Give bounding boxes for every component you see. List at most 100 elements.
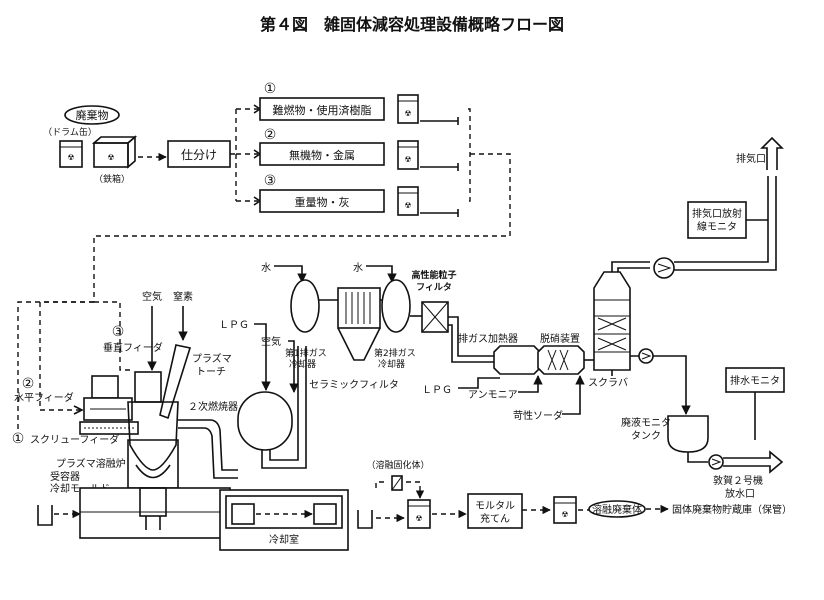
svg-text:☢: ☢ — [415, 514, 422, 523]
svg-text:☢: ☢ — [404, 155, 411, 164]
cooler-2-label-2: 冷却器 — [378, 358, 405, 370]
cooler-1-label-2: 冷却器 — [289, 358, 316, 370]
combustor-label: ２次燃焼器 — [188, 400, 238, 413]
mortar-label-2: 充てん — [480, 512, 510, 525]
empty-container — [357, 510, 373, 529]
feed-line-screw — [17, 301, 94, 430]
molten-waste-oval — [588, 500, 646, 518]
cooler-2-label-1: 第2排ガス — [374, 347, 416, 359]
drum-label: （ドラム缶） — [43, 126, 97, 138]
feeder-vertical-label: 垂直フィーダ — [103, 341, 163, 354]
ceramic-filter — [337, 287, 381, 361]
drain-pump — [708, 454, 724, 470]
hepa-label-1: 高性能粒子 — [411, 269, 456, 281]
category-merge-lines — [93, 108, 511, 302]
storage-label: 固体廃棄物貯蔵庫（保管） — [672, 503, 792, 516]
drum-icon: ☢ — [59, 140, 83, 168]
drum-icon-2: ☢ — [397, 140, 459, 171]
hepa-filter — [421, 301, 449, 333]
waste-package-icon: ☢ — [553, 496, 577, 524]
secondary-combustor — [237, 391, 293, 451]
scrubber-label: スクラバ — [588, 377, 628, 389]
exhaust-label: 排気口 — [736, 152, 766, 165]
mortar-box — [467, 493, 523, 529]
svg-text:☢: ☢ — [107, 153, 114, 162]
svg-text:☢: ☢ — [561, 510, 568, 519]
outlet-label-2: 放水口 — [725, 487, 755, 500]
category-1-label: 難燃物・使用済樹脂 — [273, 103, 372, 117]
melter-base — [79, 487, 231, 539]
diagram-title: 第４図 雑固体減容処理設備概略フロー図 — [260, 15, 564, 34]
category-3-number: ③ — [264, 173, 277, 189]
mold-on-lift — [139, 487, 167, 530]
plasma-melter — [127, 401, 179, 489]
sorting-label: 仕分け — [181, 148, 217, 162]
waste-label: 廃棄物 — [76, 108, 109, 122]
solidified-label: （溶融固化体） — [366, 459, 429, 471]
feeder-horizontal-label: 水平フィーダ — [14, 391, 74, 404]
molten-waste-label: 溶融廃棄体 — [592, 503, 642, 516]
scrubber-pump — [638, 348, 654, 364]
feeder-vertical-number: ③ — [112, 324, 125, 340]
caustic-label: 苛性ソーダ — [513, 409, 563, 422]
feeder-horizontal-number: ② — [22, 376, 35, 392]
exhaust-cooler-1 — [290, 279, 320, 333]
svg-text:☢: ☢ — [404, 201, 411, 210]
steel-box-icon: ☢ — [91, 135, 138, 169]
denitration-unit — [537, 345, 585, 375]
liquid-monitor-tank — [667, 415, 709, 453]
torch-nitrogen-label: 窒素 — [173, 290, 193, 303]
category-3-box — [259, 189, 385, 213]
horizontal-feeder-hopper — [91, 375, 119, 399]
cooling-room-label: 冷却室 — [269, 533, 299, 546]
combustor-to-cooler-duct — [261, 346, 307, 469]
tank-label-2: タンク — [631, 430, 661, 442]
exhaust-monitor-label-2: 線モニタ — [697, 220, 737, 233]
drain-monitor-box — [725, 367, 785, 393]
combustor-lpg-label: ＬＰＧ — [219, 320, 249, 331]
filled-drum-icon: ☢ — [407, 499, 431, 529]
mortar-label-1: モルタル — [475, 500, 515, 512]
heater-label: 排ガス加熱器 — [458, 332, 518, 345]
torch-label-2: トーチ — [196, 366, 226, 378]
category-3-label: 重量物・灰 — [295, 195, 350, 209]
drain-monitor-label: 排水モニタ — [730, 374, 780, 387]
cooler-1-label-1: 第1排ガス — [285, 347, 327, 359]
melter-to-combustor-duct — [178, 419, 238, 471]
combustor-air-label: 空気 — [261, 335, 281, 348]
steel-box-label: （鉄箱） — [94, 173, 130, 185]
category-2-box — [259, 142, 385, 166]
sort-branch-lines — [230, 108, 258, 202]
melter-label: プラズマ溶融炉 — [56, 457, 126, 470]
drum-icon-1: ☢ — [397, 94, 459, 125]
category-2-number: ② — [264, 127, 277, 143]
scrubber — [593, 271, 631, 371]
exhaust-arrow — [760, 136, 784, 170]
svg-text:☢: ☢ — [404, 109, 411, 118]
mold-label-1: 受容器 — [50, 470, 80, 483]
cooling-room — [219, 489, 349, 551]
denitration-label: 脱硝装置 — [540, 332, 580, 345]
exhaust-monitor-box — [687, 201, 747, 239]
waste-oval — [64, 105, 120, 125]
receiver-cup — [37, 505, 53, 526]
exhaust-heater — [493, 345, 541, 375]
water-1-label: 水 — [261, 262, 271, 274]
tank-label-1: 廃液モニタ — [621, 416, 671, 429]
water-2-label: 水 — [353, 262, 363, 274]
scrubber-to-fan-duct — [611, 261, 650, 272]
feeder-screw-label: スクリューフィーダ — [30, 433, 119, 446]
exhaust-fan — [653, 257, 675, 279]
ceramic-filter-label: セラミックフィルタ — [309, 379, 399, 391]
category-1-box — [259, 97, 385, 121]
svg-text:☢: ☢ — [67, 153, 74, 162]
hepa-to-heater-duct — [448, 316, 500, 357]
torch-air-label: 空気 — [142, 290, 162, 303]
vertical-feeder — [134, 371, 162, 403]
lpg-2-label: ＬＰＧ — [422, 385, 452, 396]
exhaust-monitor-label-1: 排気口放射 — [692, 207, 742, 220]
solidified-body-icon — [391, 475, 403, 491]
ammonia-label: アンモニア — [468, 390, 518, 401]
torch-label-1: プラズマ — [192, 352, 232, 365]
category-2-label: 無機物・金属 — [289, 148, 355, 162]
